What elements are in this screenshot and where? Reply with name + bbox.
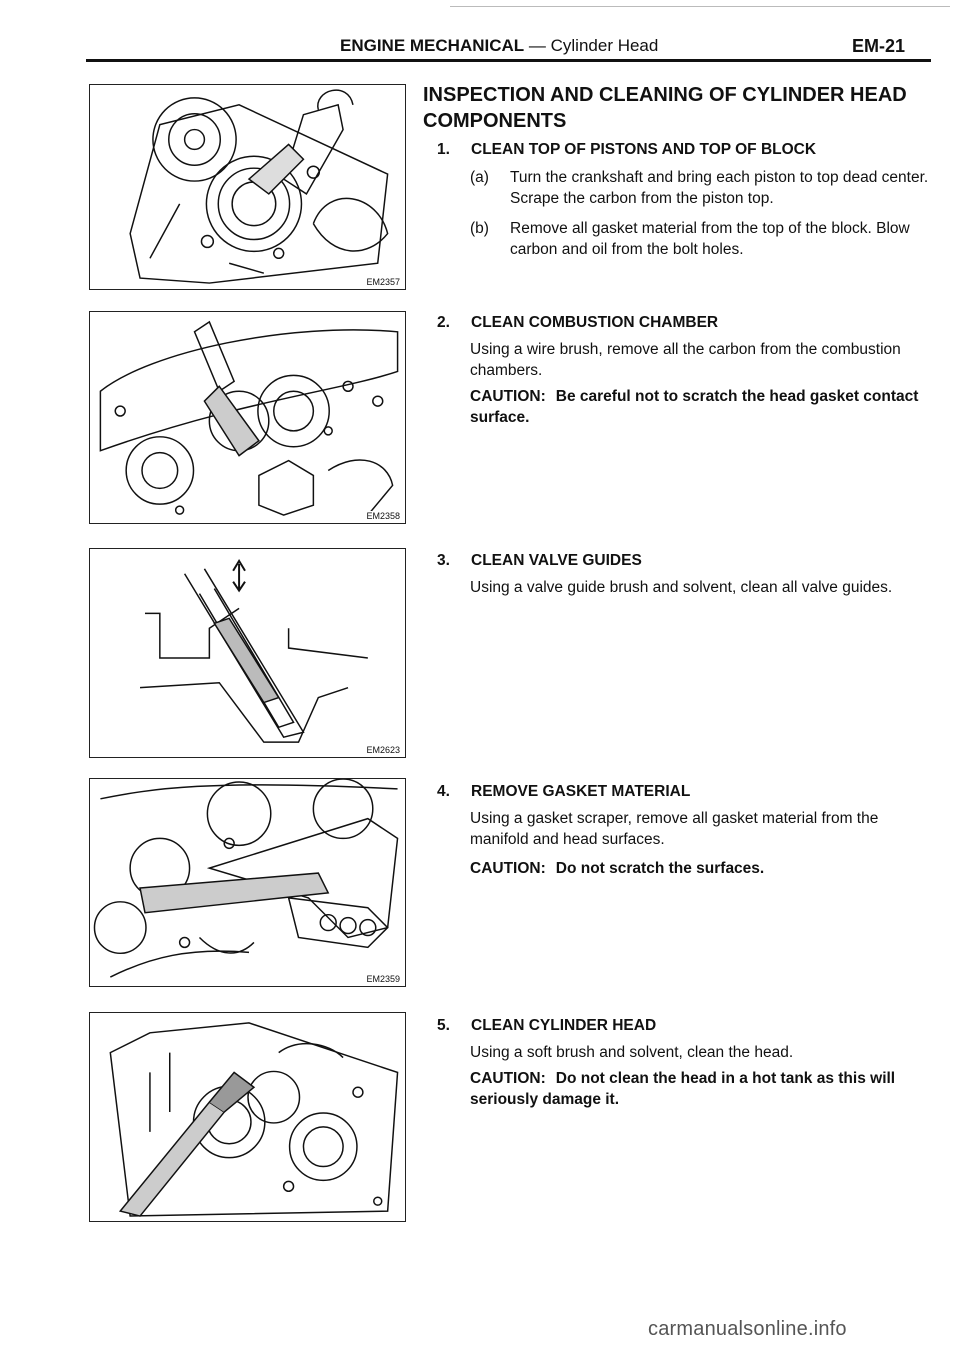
step-2-caution: CAUTION:Be careful not to scratch the he… [470, 386, 925, 428]
step-5-caution: CAUTION:Do not clean the head in a hot t… [470, 1068, 925, 1110]
page-number: EM-21 [852, 36, 906, 56]
figure-label: EM2358 [364, 511, 402, 521]
step-4-caution: CAUTION: Do not scratch the surfaces. [470, 858, 925, 879]
section-title: INSPECTION AND CLEANING OF CYLINDER HEAD… [423, 84, 907, 132]
step-title: CLEAN CYLINDER HEAD [471, 1017, 657, 1034]
step-number: 3. [437, 552, 450, 569]
piston-scraping-illustration [129, 89, 389, 284]
figure-valve-guide-brush: EM2623 [89, 548, 406, 758]
step-number: 1. [437, 141, 450, 158]
figure-piston-scraping: EM2357 [89, 84, 406, 290]
top-edge-rule [450, 6, 950, 7]
figure-cylinder-head-brush [89, 1012, 406, 1222]
step-1-sub-b: (b) Remove all gasket material from the … [470, 218, 930, 262]
sub-text: Remove all gasket material from the top … [510, 220, 910, 258]
figure-combustion-chamber-brush: EM2358 [89, 311, 406, 524]
caution-text: Do not clean the head in a hot tank as t… [470, 1070, 896, 1108]
header-dash: — [524, 36, 551, 55]
header-section: ENGINE MECHANICAL [340, 36, 525, 55]
sub-text: Turn the crankshaft and bring each pisto… [510, 169, 929, 207]
watermark-footer: carmanualsonline.info [648, 1318, 847, 1340]
step-4-body: Using a gasket scraper, remove all gaske… [470, 810, 879, 848]
step-title: CLEAN COMBUSTION CHAMBER [471, 314, 719, 331]
caution-text: Do not scratch the surfaces. [555, 860, 765, 877]
cylinder-head-illustration [109, 1022, 399, 1217]
step-5-body: Using a soft brush and solvent, clean th… [470, 1044, 794, 1061]
valve-guide-illustration [139, 558, 368, 743]
step-1-sub-a: (a) Turn the crankshaft and bring each p… [470, 167, 930, 211]
step-title: REMOVE GASKET MATERIAL [471, 783, 691, 800]
step-3-body: Using a valve guide brush and solvent, c… [470, 579, 893, 596]
step-title: CLEAN VALVE GUIDES [471, 552, 642, 569]
figure-label: EM2357 [364, 277, 402, 287]
caution-label: CAUTION: [470, 1070, 546, 1087]
combustion-brush-illustration [99, 320, 399, 516]
step-number: 2. [437, 314, 450, 331]
header-subsection: Cylinder Head [550, 36, 659, 55]
step-2-body: Using a wire brush, remove all the carbo… [470, 341, 901, 379]
caution-label: CAUTION: [470, 388, 546, 405]
sub-key: (b) [470, 220, 489, 237]
caution-text: Be careful not to scratch the head gaske… [470, 388, 919, 426]
step-title: CLEAN TOP OF PISTONS AND TOP OF BLOCK [471, 141, 817, 158]
sub-key: (a) [470, 169, 489, 186]
figure-gasket-scraper: EM2359 [89, 778, 406, 987]
step-number: 5. [437, 1017, 450, 1034]
page-header: ENGINE MECHANICAL — Cylinder Head [340, 36, 658, 56]
figure-label: EM2359 [364, 974, 402, 984]
figure-label: EM2623 [364, 745, 402, 755]
gasket-scraper-illustration [93, 779, 399, 978]
header-rule [86, 59, 931, 62]
step-number: 4. [437, 783, 450, 800]
caution-label: CAUTION: [470, 860, 546, 877]
